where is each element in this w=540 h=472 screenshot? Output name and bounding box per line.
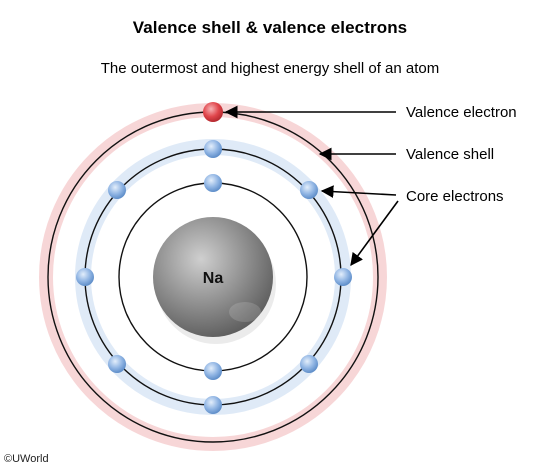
core-electron-arrow-lower [350,200,399,267]
diagram-title: Valence shell & valence electrons [132,18,408,37]
valence-electron-label: Valence electron [406,104,517,121]
nucleus [153,217,273,337]
core-electron [108,355,126,373]
nucleus-highlight [229,302,261,322]
valence-electron [203,102,223,122]
core-electron-arrow-upper [320,185,397,199]
valence-shell-label: Valence shell [406,146,494,163]
core-electron [204,362,222,380]
core-electron [334,268,352,286]
core-electron [204,140,222,158]
nucleus-symbol: Na [203,270,224,287]
core-electron [108,181,126,199]
core-electron [300,181,318,199]
diagram-subtitle: The outermost and highest energy shell o… [100,60,440,77]
core-electrons-label: Core electrons [406,188,504,205]
core-electron [300,355,318,373]
core-electron [76,268,94,286]
copyright-notice: ©UWorld [4,453,49,465]
core-electron [204,174,222,192]
core-electron [204,396,222,414]
